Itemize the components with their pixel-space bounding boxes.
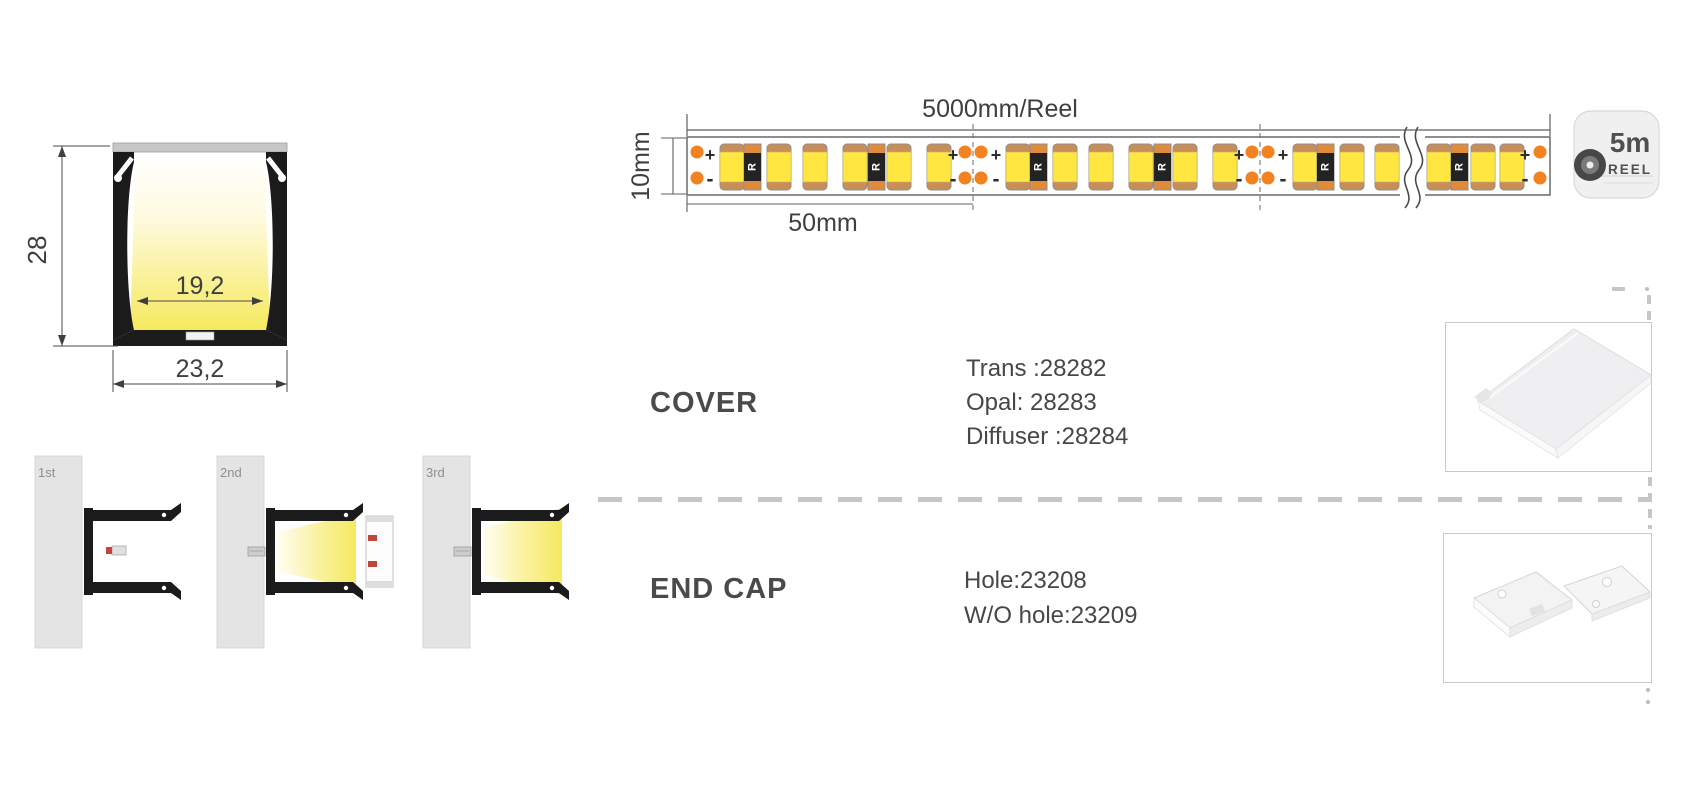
strip-break-wave-icon: [1400, 126, 1425, 209]
installation-step-1: 1st: [34, 455, 181, 649]
led-strip-piece: [365, 515, 394, 588]
endcap-section-title: END CAP: [650, 573, 788, 605]
light-beam: [483, 508, 562, 595]
cut-segment-label: 50mm: [788, 209, 857, 237]
endcap-left: [1473, 571, 1573, 638]
dashed-connector-top: [1647, 295, 1651, 320]
cover-line-diffuser: Diffuser :28284: [966, 423, 1129, 450]
dimension-height: [53, 145, 118, 347]
endcap-line-wohole: W/O hole:23209: [964, 602, 1138, 629]
tape-reel-icon: [1574, 149, 1606, 181]
endcap-image-box: [1443, 533, 1652, 683]
step-label: 2nd: [220, 465, 242, 480]
profile-body: [113, 152, 287, 346]
profile-side-view: [84, 503, 181, 600]
strip-width-label: 10mm: [627, 131, 655, 200]
endcap-right: [1563, 565, 1651, 622]
reel-size-label: 5m: [1610, 127, 1650, 158]
reel-text-label: REEL: [1608, 162, 1652, 177]
endcap-part-numbers: Hole:23208 W/O hole:23209: [964, 563, 1137, 633]
cover-part-numbers: Trans :28282 Opal: 28283 Diffuser :28284: [966, 352, 1128, 454]
cover-render: [1474, 328, 1652, 459]
installation-step-2: 2nd: [216, 455, 394, 649]
installation-steps-diagram: 1st 2nd: [34, 455, 569, 649]
screw: [247, 546, 266, 557]
dashed-connector-mid: [1648, 477, 1652, 529]
arrow-down: [58, 335, 66, 346]
light-beam: [277, 514, 356, 589]
wall: [34, 455, 83, 649]
dimension-inner-width: [137, 297, 263, 305]
dimension-cut-segment: [686, 196, 973, 212]
step-label: 1st: [38, 465, 56, 480]
dot-decoration: [1646, 688, 1650, 692]
reel-badge: 5m REEL: [1573, 110, 1660, 199]
endcap-render: [1473, 565, 1651, 638]
dash-decoration: [1612, 287, 1625, 291]
inner-width-dimension-label: 19,2: [176, 272, 225, 300]
section-divider: [598, 497, 1652, 502]
profile-cross-section-diagram: 28 19,2 23,2: [22, 142, 288, 392]
cover-line-opal: Opal: 28283: [966, 389, 1097, 416]
mounting-clip: [106, 545, 127, 556]
endcap-line-hole: Hole:23208: [964, 567, 1087, 594]
profile-cover-bar: [112, 142, 288, 153]
profile-clip-notches: [114, 156, 286, 341]
light-beam: [130, 152, 270, 330]
arrow-up: [58, 146, 66, 157]
screw: [453, 546, 472, 557]
dimension-strip-width: [661, 137, 686, 195]
arrow-left: [113, 380, 124, 388]
dot-decoration: [1645, 287, 1649, 291]
cover-line-trans: Trans :28282: [966, 355, 1107, 382]
cover-section-title: COVER: [650, 387, 759, 419]
cover-image-box: [1445, 322, 1652, 472]
dimension-reel-length: [686, 114, 1551, 136]
dot-decoration: [1646, 700, 1650, 704]
arrow-right: [276, 380, 287, 388]
led-strip-diagram: R + -: [627, 95, 1551, 237]
dimension-outer-width: [112, 350, 288, 392]
step-label: 3rd: [426, 465, 445, 480]
height-dimension-label: 28: [22, 236, 52, 265]
reel-length-label: 5000mm/Reel: [922, 95, 1078, 123]
outer-width-dimension-label: 23,2: [176, 355, 225, 383]
installation-step-3: 3rd: [422, 455, 569, 649]
